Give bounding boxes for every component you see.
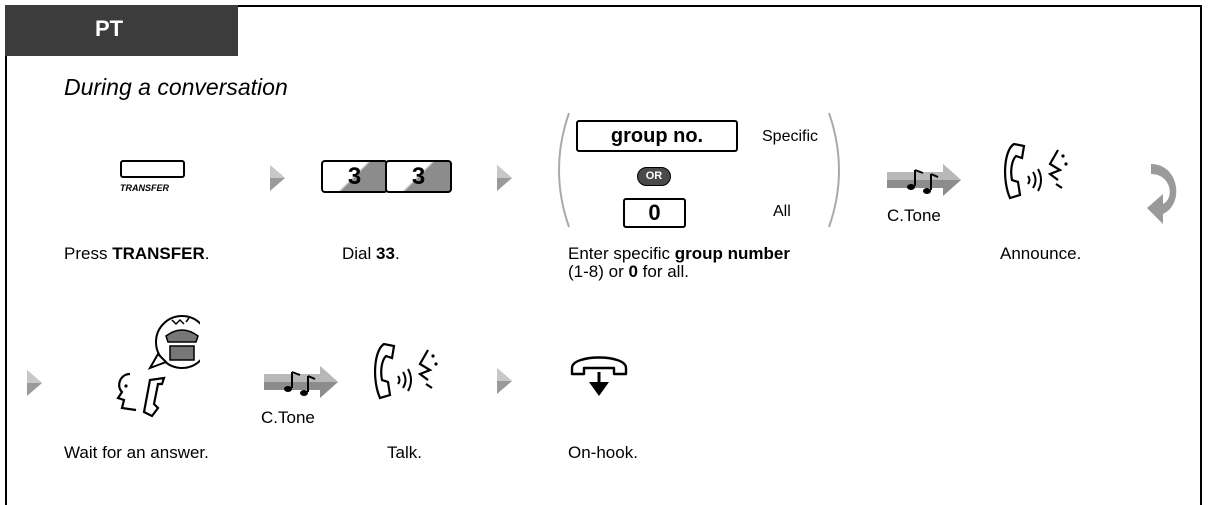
zero-key: 0	[623, 198, 686, 228]
digit-key-3: 3	[385, 160, 452, 193]
phone-type-label: PT	[95, 16, 124, 41]
ctone-label: C.Tone	[261, 408, 315, 427]
step-arrow-icon	[27, 370, 42, 396]
step-announce-caption: Announce.	[1000, 244, 1082, 263]
step-press-transfer-caption: Press TRANSFER.	[64, 244, 210, 263]
or-badge: OR	[637, 167, 671, 186]
step-enter-group-caption: Enter specific group number	[568, 244, 790, 263]
transfer-key-icon: TRANSFER	[120, 160, 185, 193]
open-paren-icon	[558, 112, 570, 228]
confirmation-tone-icon	[887, 164, 961, 196]
ringing-phone-listener-icon	[116, 315, 200, 418]
step-talk-caption: Talk.	[387, 443, 422, 462]
on-hook-icon	[570, 356, 628, 396]
specific-label: Specific	[762, 128, 819, 145]
digit-key-3: 3	[321, 160, 388, 193]
step-arrow-icon	[497, 165, 512, 191]
transfer-key-label: TRANSFER	[120, 183, 169, 193]
all-label: All	[773, 203, 791, 220]
step-enter-group-caption-line2: (1-8) or 0 for all.	[568, 262, 689, 281]
step-dial-caption: Dial 33.	[342, 244, 400, 263]
group-no-key: group no.	[576, 120, 738, 152]
condition-subtitle: During a conversation	[64, 74, 288, 100]
handset-speaking-icon	[374, 342, 438, 400]
step-onhook-caption: On-hook.	[568, 443, 638, 462]
step-wait-caption: Wait for an answer.	[64, 443, 209, 462]
step-arrow-icon	[270, 165, 285, 191]
close-paren-icon	[828, 112, 840, 228]
procedure-frame	[5, 5, 1202, 505]
phone-type-tab: PT	[5, 5, 238, 56]
confirmation-tone-icon	[264, 366, 338, 398]
ctone-label: C.Tone	[887, 206, 941, 225]
handset-speaking-icon	[1004, 142, 1068, 200]
step-arrow-icon	[497, 368, 512, 394]
continue-arrow-icon	[1147, 164, 1177, 224]
